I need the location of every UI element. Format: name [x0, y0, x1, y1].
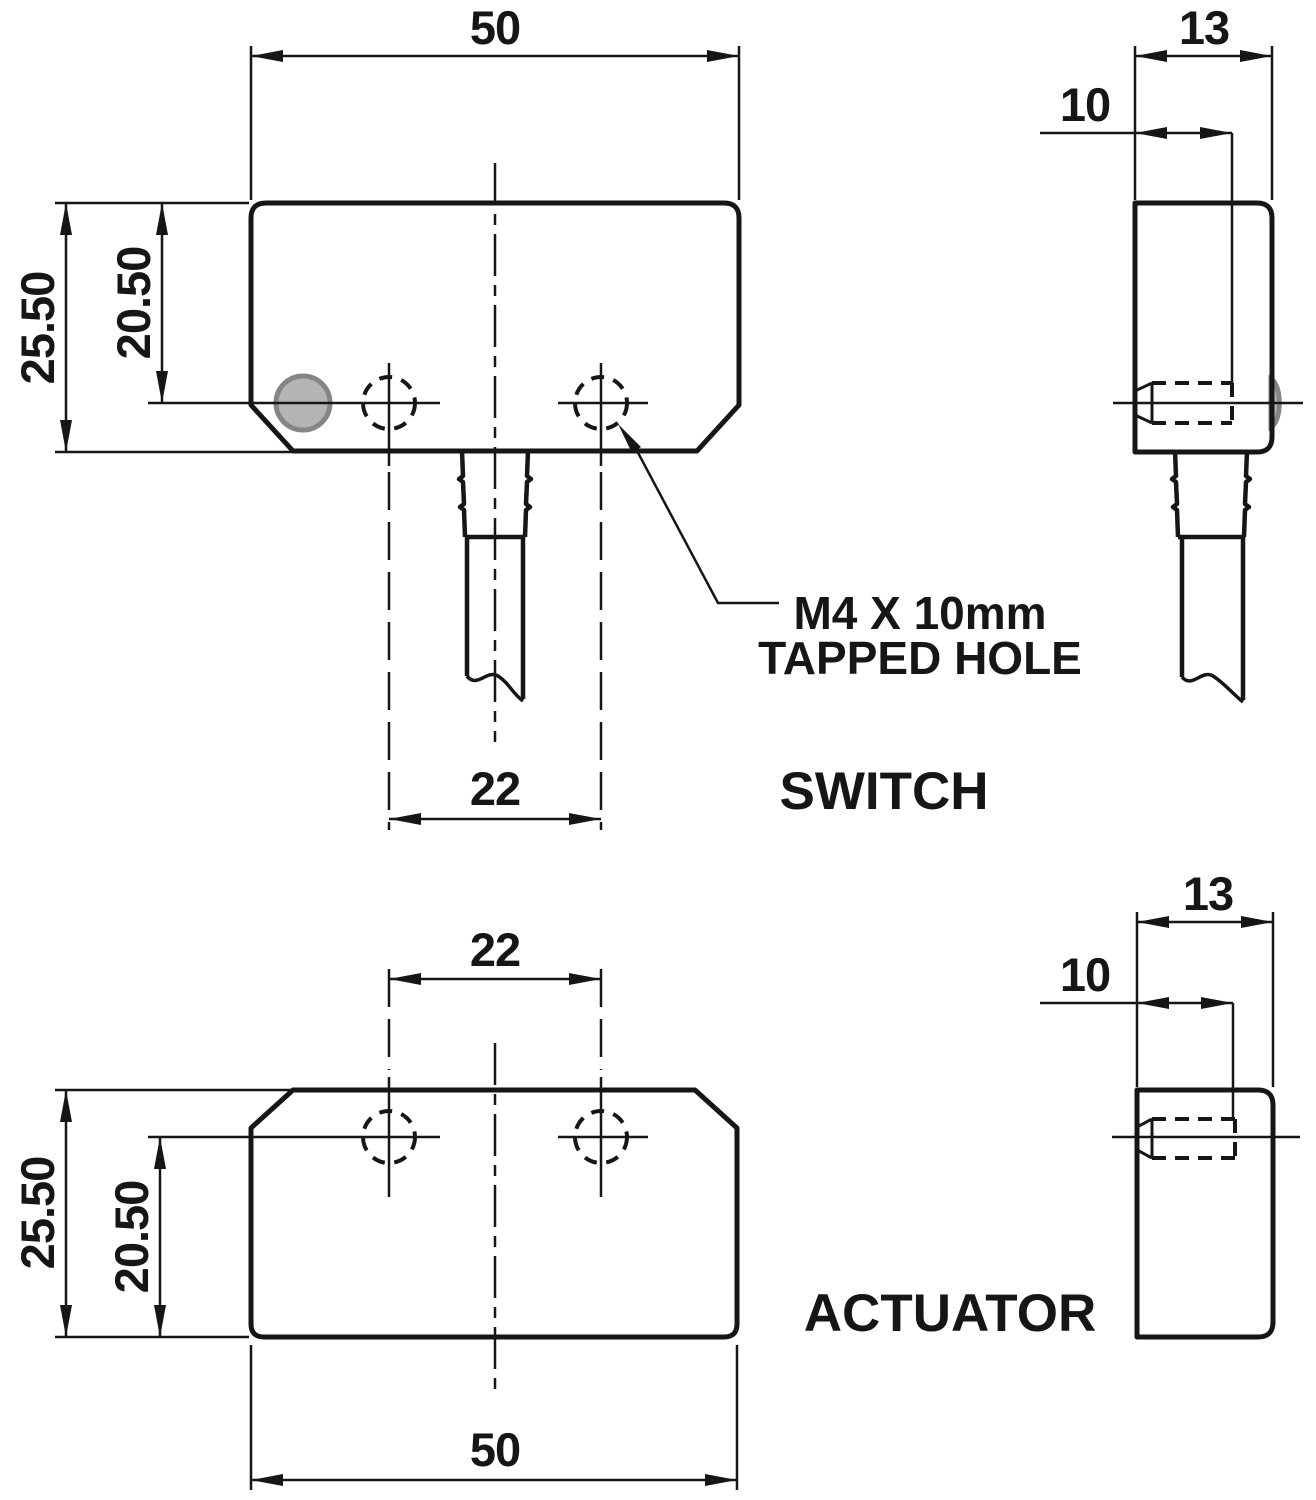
switch-body-outline: [248, 200, 742, 454]
leader-line: [634, 448, 779, 605]
actuator-label: ACTUATOR: [804, 1284, 1096, 1343]
arrowhead: [60, 203, 72, 235]
dim-actuator-height: 25.50: [11, 1157, 64, 1270]
tapped-hole: [573, 375, 629, 431]
hole-chamfer: [1134, 381, 1153, 393]
dim-actuator-hole-height: 20.50: [105, 1181, 158, 1294]
dim-switch-width: 50: [470, 1, 520, 54]
cable-gland: [522, 450, 534, 538]
arrowhead: [1240, 50, 1272, 62]
dim-switch-height: 25.50: [11, 272, 64, 385]
arrowhead: [60, 1305, 72, 1337]
switch-side-outline: [1132, 200, 1275, 455]
hole: [573, 1109, 629, 1165]
arrowhead: [569, 973, 601, 985]
cable-gland: [456, 450, 468, 538]
arrowhead: [1135, 127, 1167, 139]
actuator-side-view: 13 10: [1040, 867, 1300, 1340]
dim-switch-hole-depth: 10: [1060, 78, 1110, 131]
actuator-side-outline: [1134, 1087, 1276, 1340]
arrowhead: [389, 813, 421, 825]
callout-line2: TAPPED HOLE: [758, 632, 1082, 684]
arrowhead: [60, 420, 72, 452]
dim-actuator-depth: 13: [1183, 867, 1233, 920]
arrowhead: [1200, 127, 1232, 139]
arrowhead: [389, 973, 421, 985]
hole-chamfer: [1136, 1117, 1153, 1129]
switch-label: SWITCH: [779, 762, 988, 821]
arrowhead: [156, 371, 168, 403]
arrowhead: [1137, 997, 1169, 1009]
tapped-hole: [361, 375, 417, 431]
arrowhead: [251, 1474, 283, 1486]
arrowhead: [705, 1474, 737, 1486]
dim-switch-depth: 13: [1179, 1, 1229, 54]
dim-switch-hole-spacing: 22: [470, 762, 520, 815]
arrowhead: [1241, 916, 1273, 928]
leader-arrowhead: [618, 424, 641, 453]
arrowhead: [154, 1137, 166, 1169]
dim-actuator-width: 50: [470, 1423, 520, 1476]
dim-switch-hole-height: 20.50: [107, 247, 160, 360]
hole: [361, 1109, 417, 1165]
arrowhead: [154, 1305, 166, 1337]
arrowhead: [569, 813, 601, 825]
dim-actuator-hole-spacing: 22: [470, 923, 520, 976]
arrowhead: [60, 1090, 72, 1122]
callout-line1: M4 X 10mm: [793, 587, 1046, 639]
hole-chamfer: [1134, 413, 1153, 425]
cable-break-line: [1180, 672, 1245, 704]
switch-front-view: 50 25.50 20.50: [11, 1, 1082, 830]
arrowhead: [1135, 50, 1167, 62]
cable-gland: [1241, 450, 1253, 538]
actuator-front-view: 22 25.50 20.50 50 ACTUATOR: [11, 923, 1096, 1490]
arrowhead: [1201, 997, 1233, 1009]
actuator-body-outline: [248, 1087, 740, 1340]
cable-gland: [1169, 450, 1181, 538]
arrowhead: [251, 50, 283, 62]
switch-side-view: 13 10: [1040, 1, 1303, 704]
arrowhead: [156, 203, 168, 235]
arrowhead: [707, 50, 739, 62]
arrowhead: [1137, 916, 1169, 928]
cable-break-line: [465, 672, 525, 703]
dim-actuator-hole-depth: 10: [1060, 948, 1110, 1001]
hole-chamfer: [1136, 1148, 1153, 1160]
